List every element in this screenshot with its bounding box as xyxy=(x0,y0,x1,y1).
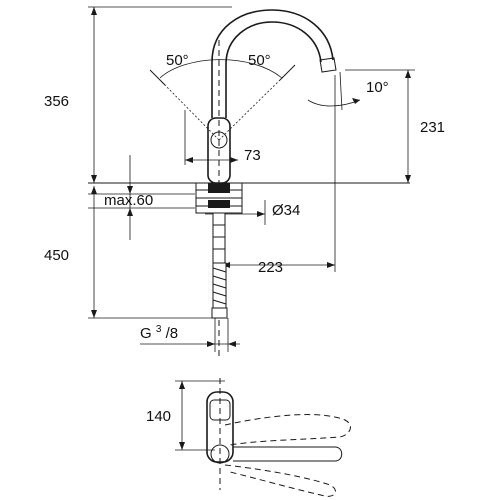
label-spout-reach: 223 xyxy=(258,259,283,276)
label-thread-num: 3 xyxy=(156,324,162,335)
label-spout-angle: 10° xyxy=(366,79,389,96)
label-lever-offset: 73 xyxy=(244,147,261,164)
label-angle-left: 50° xyxy=(166,52,189,69)
label-thread-den: /8 xyxy=(166,325,179,342)
label-max-thickness: max.60 xyxy=(104,192,153,209)
dimension-lines xyxy=(88,6,415,451)
label-thread-prefix: G xyxy=(140,325,152,342)
mounting-hardware xyxy=(195,182,243,319)
label-spout-height: 231 xyxy=(420,119,445,136)
label-hose-length: 450 xyxy=(44,247,69,264)
faucet-plan-view xyxy=(206,378,351,497)
label-plan-depth: 140 xyxy=(146,408,171,425)
label-hole-diameter: Ø34 xyxy=(272,202,300,219)
label-thread-size: G 3 /8 xyxy=(140,319,178,342)
label-total-height: 356 xyxy=(44,93,69,110)
dimension-labels: 356 50° 50° 10° 231 73 max.60 Ø34 450 22… xyxy=(44,52,445,425)
arrowheads xyxy=(91,7,411,450)
label-angle-right: 50° xyxy=(248,52,271,69)
